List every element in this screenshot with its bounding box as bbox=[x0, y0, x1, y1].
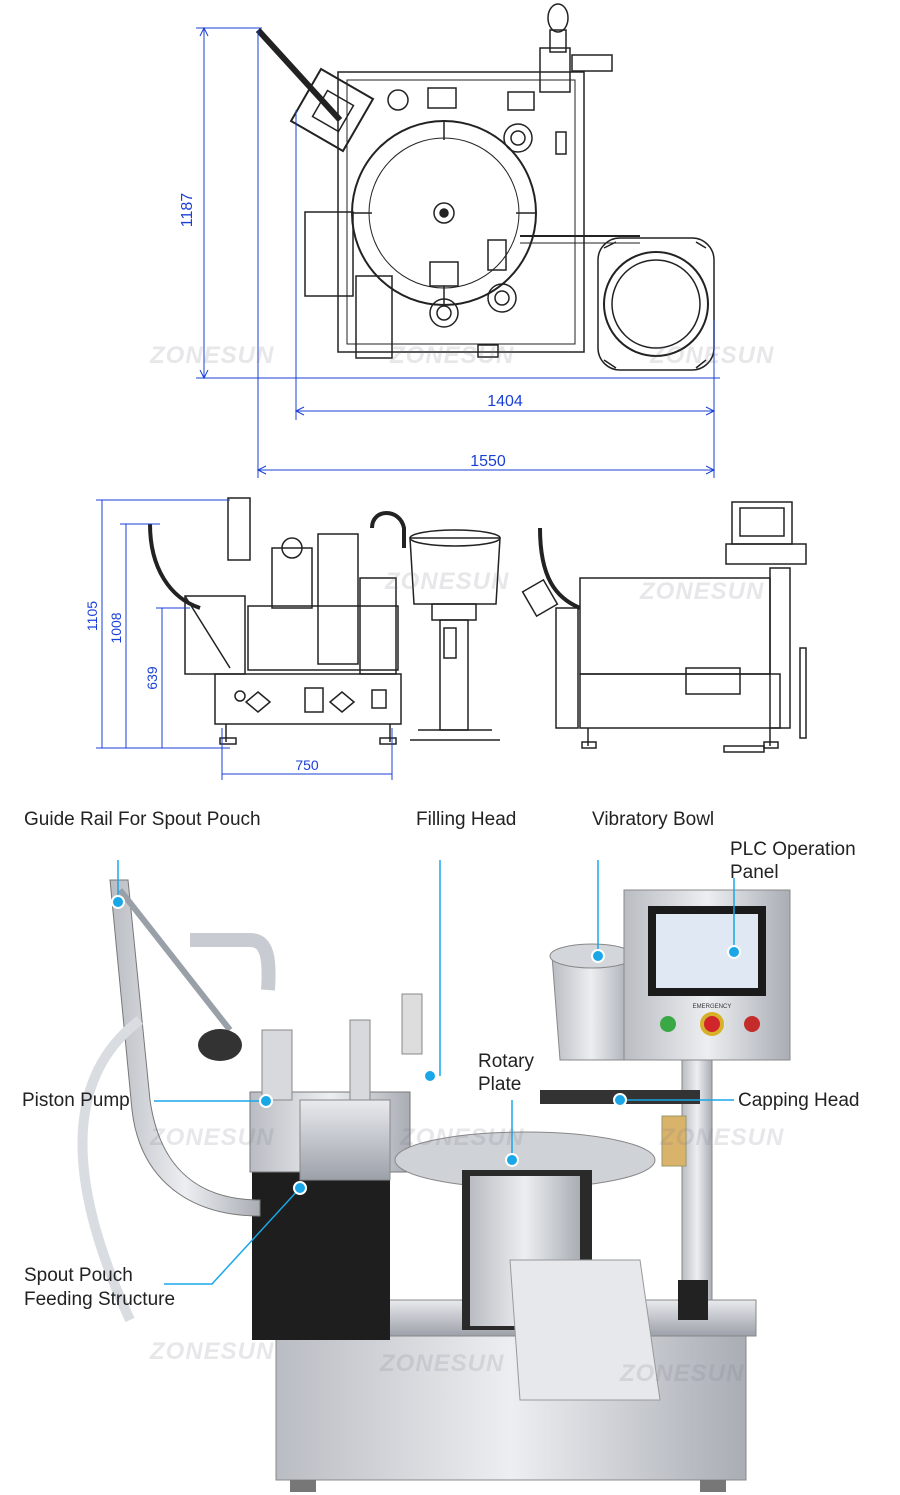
callout-plc-line2: Panel bbox=[730, 862, 779, 883]
callout-dot-piston-pump bbox=[259, 1094, 273, 1108]
callout-dot-rotary-plate bbox=[505, 1153, 519, 1167]
watermark: ZONESUN bbox=[400, 1124, 525, 1151]
emergency-label: EMERGENCY bbox=[693, 1004, 732, 1010]
callout-dot-capping-head bbox=[613, 1093, 627, 1107]
watermark: ZONESUN bbox=[640, 578, 765, 605]
callout-dot-vibratory-bowl bbox=[591, 949, 605, 963]
callout-dot-plc bbox=[727, 945, 741, 959]
machine-photo: EMERGENCY bbox=[0, 860, 900, 1495]
top-view-drawing: 1187 1404 1550 bbox=[0, 0, 900, 480]
watermark: ZONESUN bbox=[650, 342, 775, 369]
side-views-svg: 1105 1008 639 750 bbox=[84, 497, 807, 780]
callout-dot-guide-rail bbox=[111, 895, 125, 909]
watermark: ZONESUN bbox=[390, 342, 515, 369]
dim-height-639: 639 bbox=[144, 666, 160, 690]
callout-spout-line1: Spout Pouch bbox=[24, 1265, 133, 1286]
dim-height-1008: 1008 bbox=[108, 612, 124, 643]
dim-width-750: 750 bbox=[295, 757, 319, 773]
dim-width-1550: 1550 bbox=[470, 453, 506, 470]
callout-filling-head: Filling Head bbox=[416, 809, 517, 830]
callout-vibratory-bowl: Vibratory Bowl bbox=[592, 809, 715, 830]
watermark: ZONESUN bbox=[660, 1124, 785, 1151]
callout-spout-line2: Feeding Structure bbox=[24, 1289, 176, 1310]
watermark: ZONESUN bbox=[150, 1124, 275, 1151]
callout-dot-filling-head bbox=[423, 1069, 437, 1083]
callout-dot-spout-pouch bbox=[293, 1181, 307, 1195]
callout-piston-pump: Piston Pump bbox=[22, 1090, 130, 1111]
watermark: ZONESUN bbox=[150, 1338, 275, 1365]
watermark: ZONESUN bbox=[380, 1350, 505, 1377]
callout-rotary-line2: Plate bbox=[478, 1074, 522, 1095]
watermark: ZONESUN bbox=[620, 1360, 745, 1387]
dim-height-1187: 1187 bbox=[179, 193, 196, 228]
top-view-svg: 1187 1404 1550 bbox=[179, 3, 720, 478]
callout-rotary-line1: Rotary bbox=[478, 1051, 534, 1072]
watermark: ZONESUN bbox=[385, 568, 510, 595]
callout-plc-line1: PLC Operation bbox=[730, 839, 856, 860]
callout-guide-rail: Guide Rail For Spout Pouch bbox=[24, 809, 261, 830]
dim-height-1105: 1105 bbox=[84, 601, 100, 631]
machine-illustration-svg: EMERGENCY bbox=[77, 860, 791, 1492]
dim-width-1404: 1404 bbox=[487, 393, 523, 410]
watermark: ZONESUN bbox=[150, 342, 275, 369]
callout-capping-head: Capping Head bbox=[738, 1090, 860, 1111]
side-views-drawing: 1105 1008 639 750 bbox=[0, 488, 900, 780]
